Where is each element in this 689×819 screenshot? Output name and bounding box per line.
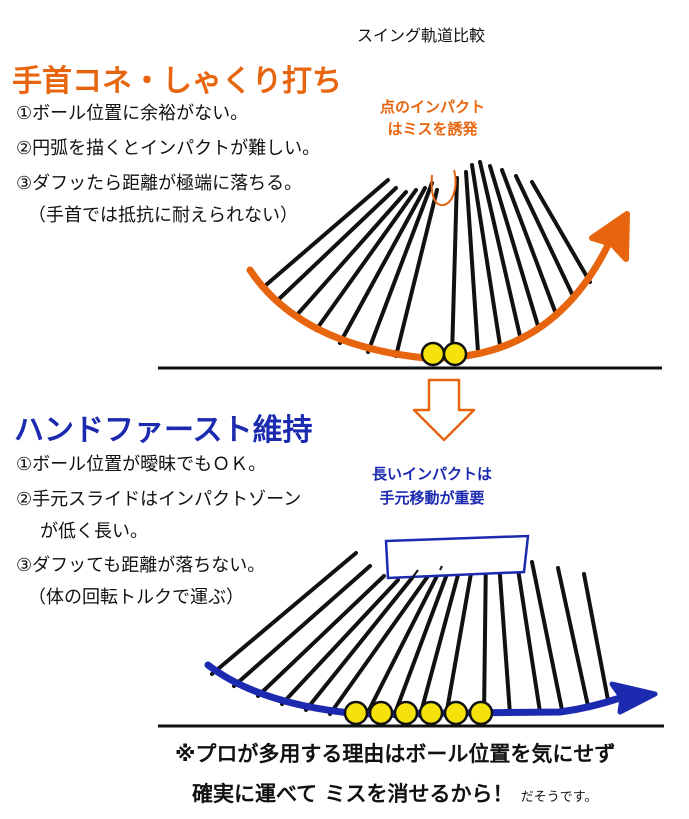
- golf-ball: [343, 700, 369, 726]
- section2-point-4: ③ダフッても距離が落ちない。: [16, 555, 266, 576]
- hand-first-balls: [343, 700, 494, 726]
- hand-first-arc-arrowhead: [609, 681, 658, 715]
- golf-ball: [418, 700, 444, 726]
- section2-callout-line-2: 手元移動が重要: [379, 489, 485, 507]
- section1-point-2: ②円弧を描くとインパクトが難しい。: [16, 138, 321, 159]
- golf-ball: [420, 341, 446, 367]
- golf-ball: [468, 700, 494, 726]
- section2-point-3: が低く長い。: [40, 521, 148, 542]
- hand-first-diagram: [158, 534, 664, 728]
- golf-ball: [442, 341, 468, 367]
- page-title: スイング軌道比較: [357, 26, 486, 45]
- golf-ball: [393, 700, 419, 726]
- wrist-shaft-lines: [264, 160, 592, 358]
- section2-heading: ハンドファースト維持: [14, 413, 313, 448]
- footer-line-2-main: 確実に運べて ミスを消せるから！: [192, 782, 514, 806]
- down-arrow-icon: [412, 378, 476, 442]
- section2-callout: 長いインパクトは 手元移動が重要: [372, 462, 492, 510]
- hand-first-shaft-lines: [210, 546, 610, 718]
- golf-ball: [443, 700, 469, 726]
- section1-point-4: （手首では抵抗に耐えられない）: [28, 205, 298, 226]
- section1-callout-line-2: はミスを誘発: [387, 120, 478, 138]
- section1-callout-line-1: 点のインパクト: [380, 98, 486, 116]
- section2-point-5: （体の回転トルクで運ぶ）: [28, 587, 244, 608]
- section2-point-2: ②手元スライドはインパクトゾーン: [16, 489, 302, 510]
- golf-ball: [368, 700, 394, 726]
- wrist-arc-arrowhead: [589, 211, 630, 262]
- section2-point-1: ①ボール位置が曖昧でもＯＫ。: [16, 454, 267, 475]
- section1-heading: 手首コネ・しゃくり打ち: [12, 64, 342, 99]
- footer-line-2-small: だそうです。: [520, 790, 598, 805]
- impact-zone-shaft-tips: [411, 565, 443, 579]
- footer-line-1: ※プロが多用する理由はボール位置を気にせず: [175, 742, 616, 766]
- wrist-swing-arc: [246, 241, 612, 362]
- wrist-impact-point-marker: [430, 169, 457, 207]
- section2-callout-line-1: 長いインパクトは: [372, 465, 493, 483]
- section1-point-3: ③ダフッたら距離が極端に落ちる。: [16, 173, 303, 194]
- footer-line-2: 確実に運べて ミスを消せるから！ だそうです。: [192, 778, 598, 808]
- impact-zone-box: [384, 534, 530, 580]
- wrist-swing-diagram: [158, 160, 662, 370]
- section1-callout: 点のインパクト はミスを誘発: [380, 96, 485, 140]
- section1-point-1: ①ボール位置に余裕がない。: [16, 103, 249, 124]
- wrist-balls: [420, 341, 468, 367]
